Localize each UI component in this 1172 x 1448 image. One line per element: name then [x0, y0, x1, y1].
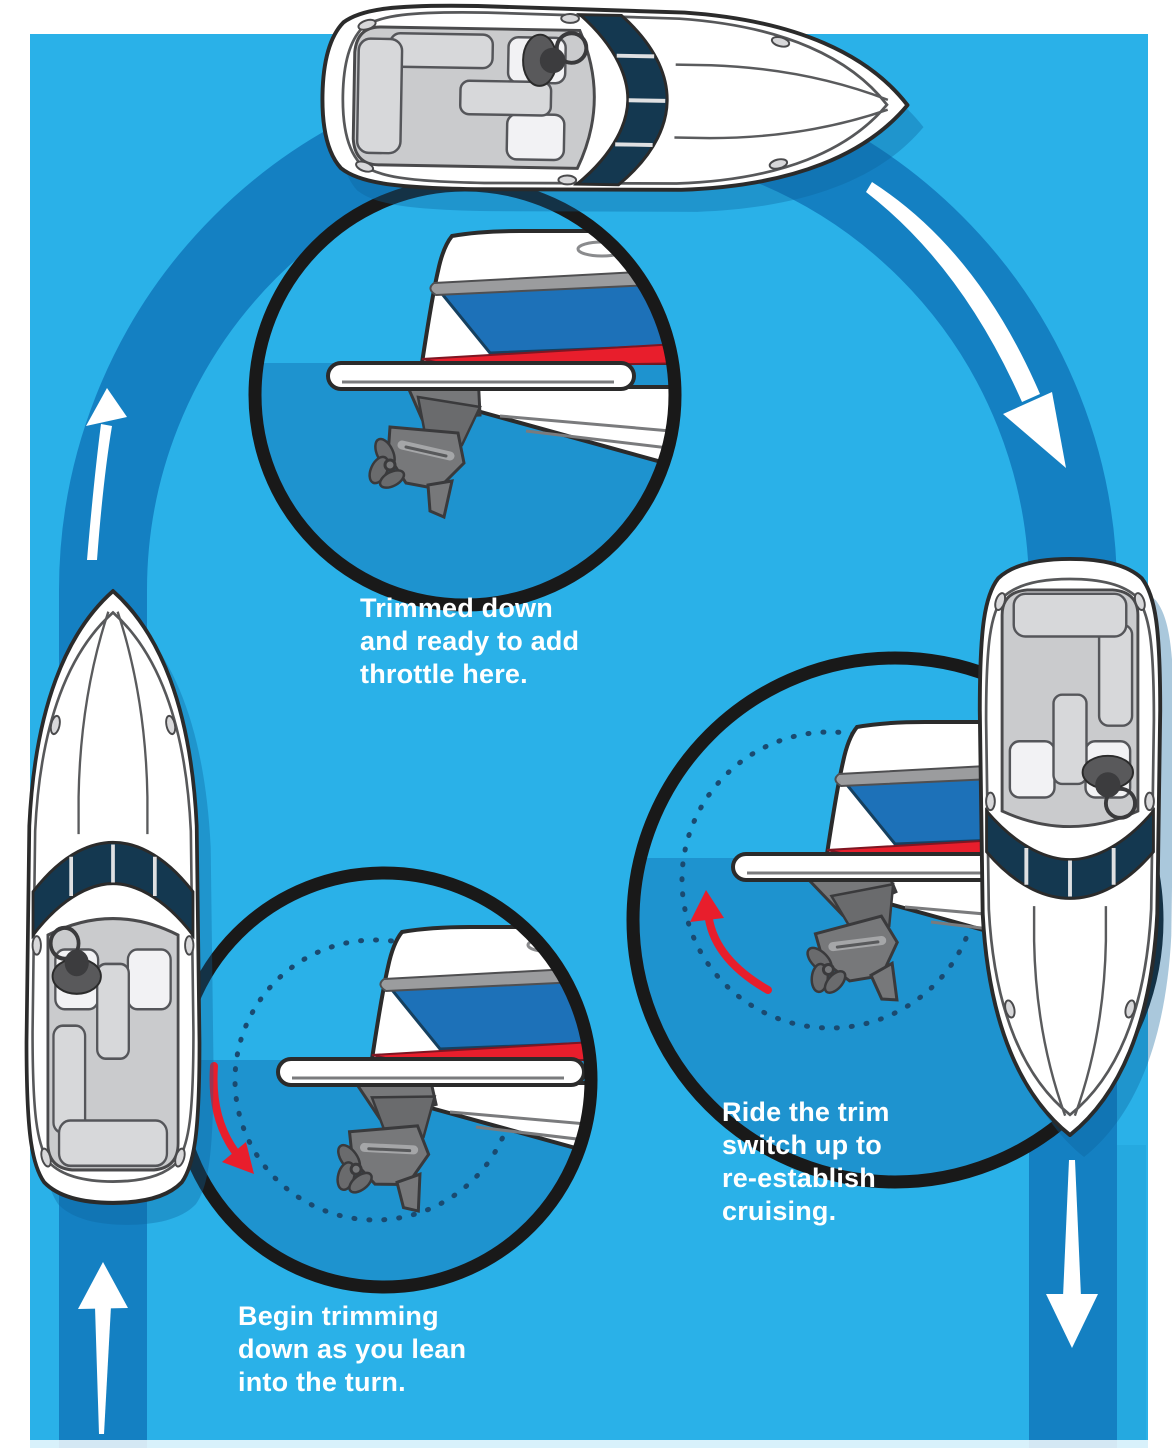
course-arrows — [78, 182, 1098, 1434]
caption-line: into the turn. — [238, 1367, 406, 1397]
caption-line: down as you lean — [238, 1334, 467, 1364]
caption-ride-trim-switch: Ride the trim switch up to re-establish … — [722, 1096, 890, 1228]
caption-line: and ready to add — [360, 626, 580, 656]
up-arrow-left-leg-icon — [78, 1262, 128, 1434]
boat-top-view-heading-down — [980, 559, 1160, 1135]
trim-up-arrow-icon — [690, 890, 772, 994]
caption-line: Trimmed down — [360, 593, 553, 623]
caption-line: Ride the trim — [722, 1097, 890, 1127]
caption-trimmed-down: Trimmed down and ready to add throttle h… — [360, 592, 579, 691]
up-arrow-left-arc-icon — [86, 388, 127, 560]
trim-down-arrow-icon — [209, 1062, 254, 1174]
caption-line: switch up to — [722, 1130, 882, 1160]
caption-line: Begin trimming — [238, 1301, 439, 1331]
caption-line: throttle here. — [360, 659, 528, 689]
down-arrow-right-arc-icon — [866, 182, 1066, 468]
bottom-margin-strip — [30, 1440, 1148, 1448]
caption-begin-trimming: Begin trimming down as you lean into the… — [238, 1300, 466, 1399]
caption-line: re-establish — [722, 1163, 876, 1193]
boat-top-view-heading-up — [27, 591, 200, 1203]
down-arrow-right-leg-icon — [1046, 1160, 1098, 1348]
caption-line: cruising. — [722, 1196, 837, 1226]
path-edge-strip — [1117, 1145, 1146, 1440]
